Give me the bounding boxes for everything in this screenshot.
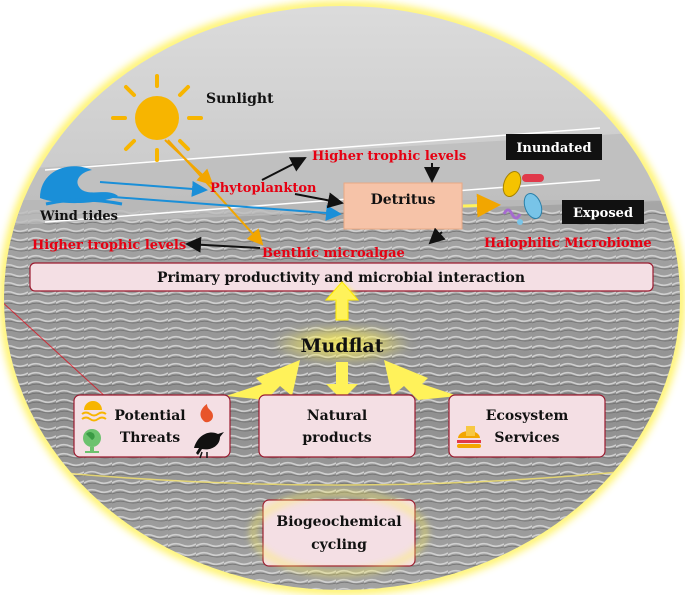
natural-line1: Natural [307,408,367,424]
right-arrow [384,360,458,400]
threats-line1: Potential [114,408,185,424]
benthic-to-trophic-arrow [185,236,261,253]
bio-line2: cycling [311,537,367,553]
sunlight-label: Sunlight [206,91,274,107]
left-arrow [226,360,300,400]
fire-icon [200,404,213,423]
sun-icon [111,74,203,162]
halophilic-label: Halophilic Microbiome [484,236,652,251]
higher-trophic-left-label: Higher trophic levels [32,238,186,253]
inundated-label: Inundated [516,141,591,156]
detritus-to-benthic-arrow [428,227,446,245]
detritus-box [343,182,463,230]
wave-icon [40,166,123,206]
eco-line2: Services [494,430,559,446]
inundated-tag [506,134,602,160]
burger-icon [457,426,481,448]
natural-line2: products [302,430,371,446]
biogeochemical-box [262,499,416,567]
waves-sun-icon [81,401,107,422]
wave-to-phyto-arrow [99,180,208,197]
threats-box [73,394,231,458]
down-arrow [326,362,358,400]
up-arrow [324,281,360,321]
exposed-tag [562,200,644,224]
natural-products-box [258,394,416,458]
wave-to-detritus-arrow [99,195,342,221]
phytoplankton-label: Phytoplankton [210,181,317,196]
benthic-label: Benthic microalgae [262,246,405,261]
bird-icon [194,432,224,459]
bio-line1: Biogeochemical [276,514,401,530]
ecosystem-services-box [448,394,606,458]
glow-arrows [226,281,458,400]
phyto-to-trophic-arrow [261,157,307,181]
wind-tides-label: Wind tides [39,209,118,224]
globe-icon [83,429,101,453]
detritus-to-microbiome-arrow [462,193,501,218]
sun-to-benthic-arrow [167,139,264,246]
primary-productivity-label: Primary productivity and microbial inter… [157,270,525,286]
microbe-icon [502,170,544,225]
mudflat-label: Mudflat [300,335,383,357]
threats-line2: Threats [120,430,180,446]
higher-trophic-top-label: Higher trophic levels [312,149,466,164]
eco-line1: Ecosystem [486,408,569,424]
exposed-label: Exposed [573,206,633,221]
detritus-label: Detritus [371,192,436,208]
phyto-to-detritus-arrow [294,192,344,209]
